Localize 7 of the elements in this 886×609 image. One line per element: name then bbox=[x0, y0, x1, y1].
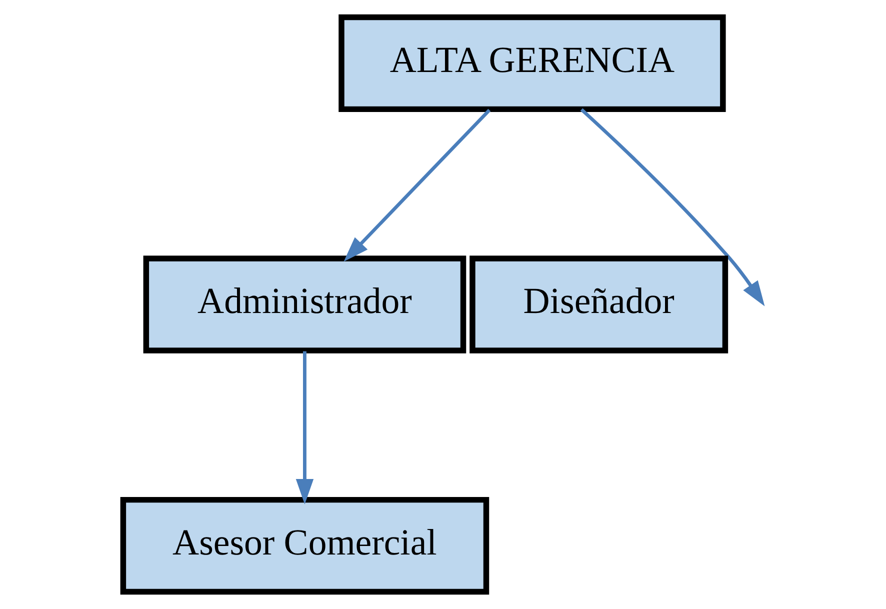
node-box: ALTA GERENCIA bbox=[338, 14, 726, 112]
node-box: Administrador bbox=[143, 256, 466, 354]
arrow bbox=[580, 108, 765, 306]
node-box: Diseñador bbox=[470, 256, 728, 354]
arrow bbox=[344, 108, 491, 262]
node-box: Asesor Comercial bbox=[120, 496, 490, 595]
arrow bbox=[296, 351, 314, 504]
